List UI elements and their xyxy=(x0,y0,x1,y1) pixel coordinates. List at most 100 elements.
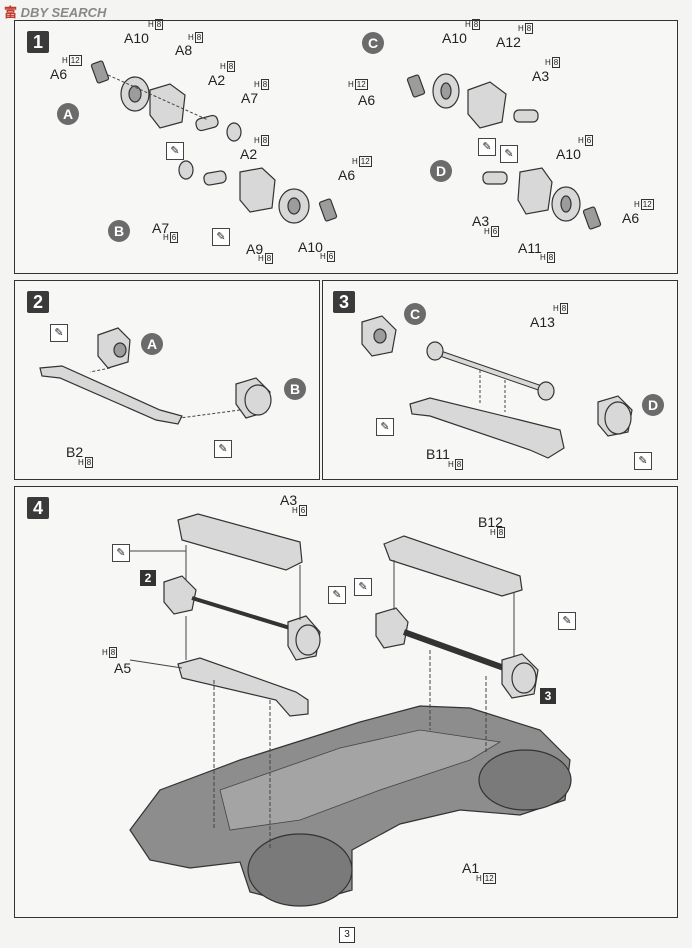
hardness-value: 6 xyxy=(584,135,594,146)
hardness-value: 8 xyxy=(260,135,270,146)
cement-icon: ✎ xyxy=(112,544,130,562)
label-a6-left: A6 xyxy=(50,66,68,82)
hardness-value: 6 xyxy=(298,505,308,516)
grade-mark: H xyxy=(62,56,68,65)
hardness-value: 8 xyxy=(84,457,94,468)
subassembly-c-marker: C xyxy=(362,32,384,54)
cement-icon: ✎ xyxy=(50,324,68,342)
step-2-number: 2 xyxy=(27,291,49,313)
step-4-number: 4 xyxy=(27,497,49,519)
cement-icon: ✎ xyxy=(212,228,230,246)
label-a5: A5 xyxy=(114,660,132,676)
label-a3-c: A3 xyxy=(532,68,550,84)
grade-mark: H xyxy=(188,33,194,42)
step-3-number: 3 xyxy=(333,291,355,313)
bracket-a5-drawing xyxy=(177,657,309,717)
step-3-panel: 3 xyxy=(322,280,678,480)
grade-mark: H xyxy=(163,233,169,242)
bracket-b11-drawing xyxy=(409,370,565,459)
hardness-value: 8 xyxy=(454,459,464,470)
watermark-mark: 富 xyxy=(4,5,18,20)
step-1-number: 1 xyxy=(27,31,49,53)
cement-icon: ✎ xyxy=(166,142,184,160)
tie-rod-b2-drawing xyxy=(39,327,272,425)
cement-icon: ✎ xyxy=(558,612,576,630)
grade-mark: H xyxy=(220,62,226,71)
hardness-value: 12 xyxy=(640,199,654,210)
grade-mark: H xyxy=(348,80,354,89)
cement-icon: ✎ xyxy=(634,452,652,470)
hardness-value: 8 xyxy=(260,79,270,90)
assembly-c-drawing xyxy=(406,73,539,129)
label-a1: A1 xyxy=(462,860,480,876)
grade-mark: H xyxy=(476,874,482,883)
grade-mark: H xyxy=(518,24,524,33)
grade-mark: H xyxy=(540,253,546,262)
grade-mark: H xyxy=(448,460,454,469)
hardness-value: 12 xyxy=(358,156,372,167)
cement-icon: ✎ xyxy=(354,578,372,596)
hardness-value: 12 xyxy=(354,79,368,90)
label-a13: A13 xyxy=(530,314,555,330)
label-a10-top: A10 xyxy=(124,30,149,46)
hardness-value: 8 xyxy=(194,32,204,43)
rear-axle-drawing xyxy=(375,607,539,699)
label-a6-c: A6 xyxy=(358,92,376,108)
label-a7-b: A7 xyxy=(152,220,170,236)
label-b12: B12 xyxy=(478,514,503,530)
hardness-value: 8 xyxy=(551,57,561,68)
ref-step-3-badge: 3 xyxy=(540,688,556,704)
grade-mark: H xyxy=(102,648,108,657)
label-a3-d: A3 xyxy=(472,213,490,229)
grade-mark: H xyxy=(553,304,559,313)
grade-mark: H xyxy=(292,506,298,515)
label-a12: A12 xyxy=(496,34,521,50)
label-a8: A8 xyxy=(175,42,193,58)
hardness-value: 8 xyxy=(154,19,164,30)
label-a9: A9 xyxy=(246,241,264,257)
hardness-value: 6 xyxy=(490,226,500,237)
plate-a3-drawing xyxy=(177,513,303,571)
label-a2-top: A2 xyxy=(208,72,226,88)
cement-icon: ✎ xyxy=(478,138,496,156)
label-a10-c: A10 xyxy=(442,30,467,46)
label-a6-d: A6 xyxy=(622,210,640,226)
ref-b-marker: B xyxy=(284,378,306,400)
subassembly-b-marker: B xyxy=(108,220,130,242)
subassembly-a-marker: A xyxy=(57,103,79,125)
label-b11: B11 xyxy=(426,446,450,462)
label-a6-b: A6 xyxy=(338,167,356,183)
cement-icon: ✎ xyxy=(328,586,346,604)
hardness-value: 6 xyxy=(326,251,336,262)
hardness-value: 8 xyxy=(226,61,236,72)
label-a11: A11 xyxy=(518,240,542,256)
assembly-a-drawing xyxy=(90,60,242,142)
grade-mark: H xyxy=(254,136,260,145)
hardness-value: 8 xyxy=(546,252,556,263)
grade-mark: H xyxy=(148,20,154,29)
grade-mark: H xyxy=(320,252,326,261)
hardness-value: 12 xyxy=(482,873,496,884)
grade-mark: H xyxy=(490,528,496,537)
label-a3-step4: A3 xyxy=(280,492,298,508)
ref-step-2-badge: 2 xyxy=(140,570,156,586)
front-axle-drawing xyxy=(163,575,321,661)
